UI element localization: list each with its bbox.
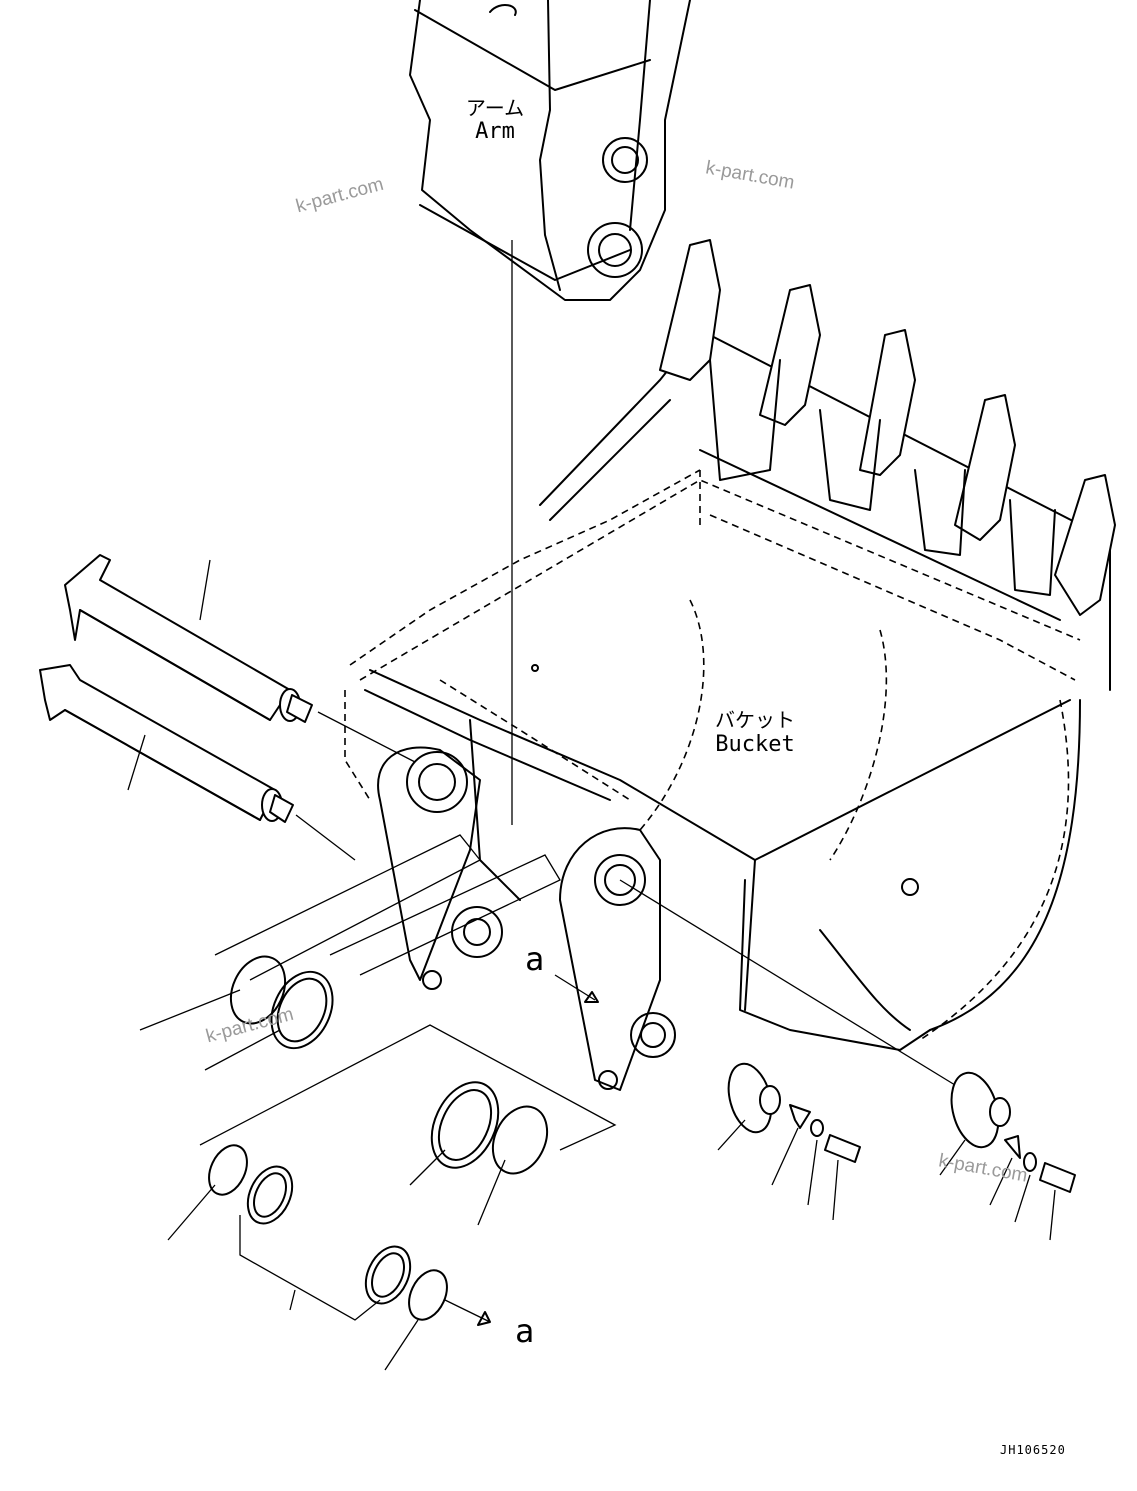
cap-assembly-left bbox=[717, 1062, 861, 1221]
bucket-label-en: Bucket bbox=[715, 732, 795, 757]
arm-label-jp: アーム bbox=[465, 96, 525, 120]
bucket-drawing bbox=[364, 239, 1116, 1091]
bucket-label-jp: バケット bbox=[715, 708, 795, 732]
arm-label-en: Arm bbox=[475, 119, 515, 144]
pin-lower bbox=[39, 664, 294, 823]
pin-upper bbox=[64, 554, 313, 723]
view-callout-bottom: a bbox=[515, 1312, 535, 1350]
bucket-hidden-lines bbox=[344, 469, 1081, 1041]
ring-set-2 bbox=[199, 854, 617, 1226]
drawing-code: JH106520 bbox=[1000, 1443, 1066, 1457]
cap-assembly-right bbox=[939, 1071, 1076, 1241]
ring-set-3 bbox=[167, 1144, 491, 1371]
view-callout-top: a bbox=[525, 940, 545, 978]
arm-drawing bbox=[409, 0, 691, 301]
ring-set-1 bbox=[139, 834, 482, 1071]
